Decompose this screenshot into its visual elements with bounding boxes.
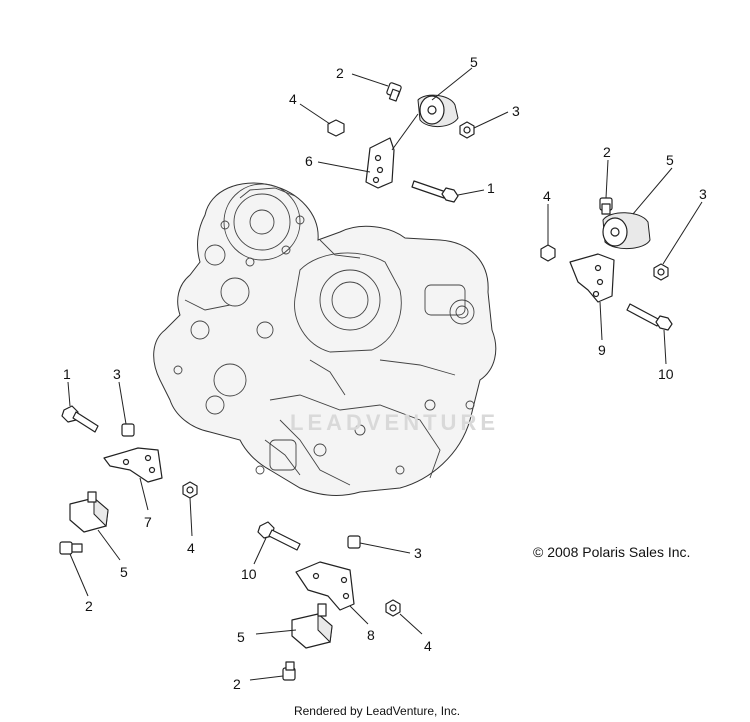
part-4-nut-left <box>182 481 198 499</box>
callout-bottom-8: 8 <box>367 627 375 643</box>
part-5-mount-top <box>417 94 459 127</box>
callout-left-7: 7 <box>144 514 152 530</box>
callout-top-1: 1 <box>487 180 495 196</box>
callout-right-9: 9 <box>598 342 606 358</box>
part-1-bolt-left <box>61 405 99 433</box>
part-4-nut-bottom <box>385 599 401 617</box>
part-10-bolt-right <box>626 303 673 331</box>
part-6-bracket-top <box>365 137 395 189</box>
part-3-nut-bottom <box>347 535 361 549</box>
callout-right-4: 4 <box>543 188 551 204</box>
part-5-mount-left <box>69 491 109 533</box>
part-8-bracket-bottom <box>295 561 355 611</box>
callout-top-6: 6 <box>305 153 313 169</box>
part-3-nut-left <box>121 423 135 437</box>
left-mount-group: 1 3 7 4 5 <box>59 366 198 614</box>
watermark-text: LEADVENTURE <box>290 410 499 435</box>
callout-right-2: 2 <box>603 144 611 160</box>
callout-bottom-2: 2 <box>233 676 241 692</box>
callout-left-2: 2 <box>85 598 93 614</box>
part-10-bolt-bottom <box>257 521 301 551</box>
callout-top-4: 4 <box>289 91 297 107</box>
part-4-nut-right <box>540 244 556 262</box>
callout-left-4: 4 <box>187 540 195 556</box>
part-3-nut-right <box>653 263 669 281</box>
callout-top-3: 3 <box>512 103 520 119</box>
callout-bottom-4: 4 <box>424 638 432 654</box>
part-2-bolt-left <box>59 541 83 555</box>
part-3-nut-top <box>459 121 475 139</box>
callout-bottom-5: 5 <box>237 629 245 645</box>
callout-left-1: 1 <box>63 366 71 382</box>
copyright-notice: © 2008 Polaris Sales Inc. <box>533 544 691 560</box>
callout-right-3: 3 <box>699 186 707 202</box>
part-9-bracket-right <box>569 253 615 303</box>
callout-left-5: 5 <box>120 564 128 580</box>
part-4-nut-top <box>327 119 345 137</box>
part-7-bracket-left <box>103 447 163 483</box>
part-5-mount-right <box>602 212 651 249</box>
footer-credit: Rendered by LeadVenture, Inc. <box>0 704 750 718</box>
callout-right-5: 5 <box>666 152 674 168</box>
right-mount-group: 2 5 3 4 9 <box>540 144 707 382</box>
callout-right-10: 10 <box>658 366 674 382</box>
top-mount-group: 2 4 5 3 6 <box>289 54 520 203</box>
part-2-bolt-top <box>386 82 402 102</box>
part-1-bolt-top <box>411 180 459 203</box>
part-2-bolt-bottom <box>282 661 296 681</box>
callout-top-2: 2 <box>336 65 344 81</box>
callout-bottom-10: 10 <box>241 566 257 582</box>
footer-credit-text: Rendered by LeadVenture, Inc. <box>293 704 461 718</box>
callout-left-3: 3 <box>113 366 121 382</box>
callout-top-5: 5 <box>470 54 478 70</box>
engine-assembly <box>153 182 497 496</box>
part-2-bolt-right <box>599 197 613 215</box>
callout-bottom-3: 3 <box>414 545 422 561</box>
bottom-mount-group: 10 3 8 4 5 <box>233 521 432 692</box>
part-5-mount-bottom <box>291 603 333 649</box>
